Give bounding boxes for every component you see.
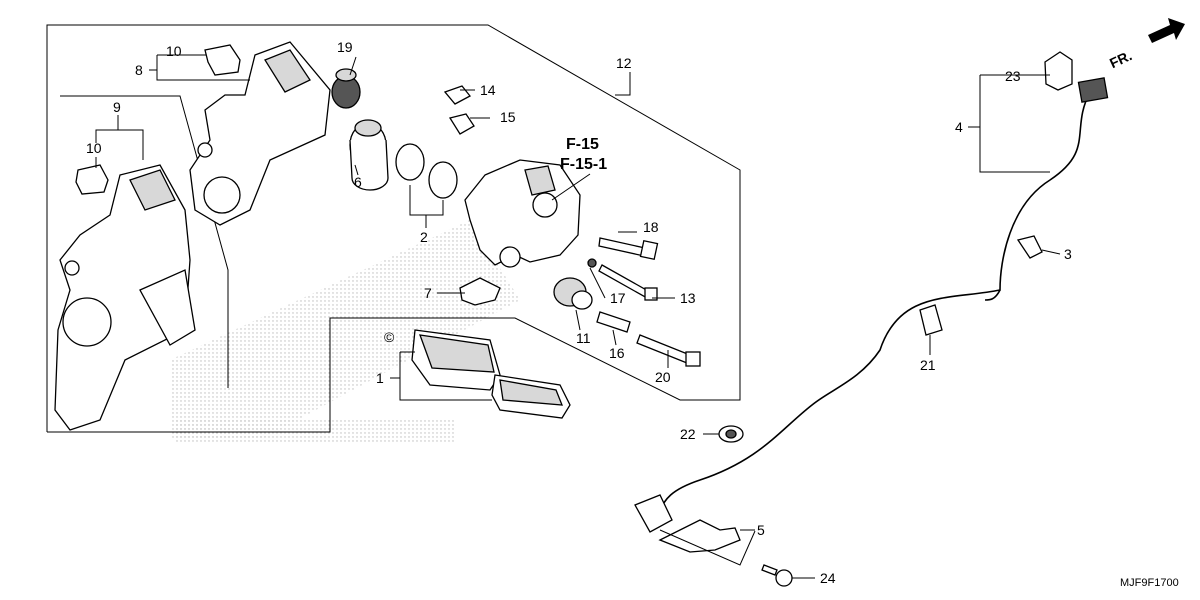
caliper-bracket-rear [189,41,331,226]
callout-4: 4 [955,119,963,135]
caliper-boot [331,68,361,109]
callout-1: 1 [376,370,384,386]
callout-6: 6 [354,174,362,190]
callout-3: 3 [1064,246,1072,262]
front-direction-arrow: FR. [1107,18,1185,71]
callout-10-lower: 10 [86,140,102,156]
diagram-code: MJF9F1700 [1120,577,1179,589]
pad-spring-clip-lower [75,164,109,195]
pin-13 [598,264,658,301]
wheel-speed-sensor [634,494,741,553]
sensor-connector [1077,77,1109,103]
callout-21: 21 [920,357,936,373]
callout-2: 2 [420,229,428,245]
caliper-bracket-front [54,164,196,431]
bleeder-cap [448,113,475,135]
pad-spring [459,277,501,306]
front-direction-label: FR. [1107,47,1134,71]
callout-14: 14 [480,82,496,98]
callout-9: 9 [113,99,121,115]
callout-23: 23 [1005,68,1021,84]
bleeder-valve [443,85,471,105]
wire-clamp-3 [1016,235,1043,259]
brake-pad-set [411,329,571,419]
watermark-shading [170,220,520,442]
caliper-body [464,159,581,268]
callout-24: 24 [820,570,836,586]
wire-clamp-21 [919,304,943,336]
callout-22: 22 [680,426,696,442]
bolt-20 [636,334,701,367]
sleeve-16 [596,311,631,333]
callout-12: 12 [616,55,632,71]
copyright-symbol: © [384,329,395,345]
callout-13: 13 [680,290,696,306]
caliper-piston [349,119,389,191]
callout-18: 18 [643,219,659,235]
callout-8: 8 [135,62,143,78]
callout-10-upper: 10 [166,43,182,59]
piston-seal-set [395,143,458,199]
callout-5: 5 [757,522,765,538]
ref-label-f15-1: F-15-1 [560,156,607,173]
speed-sensor-wire [659,91,1091,511]
callout-15: 15 [500,109,516,125]
callout-17: 17 [610,290,626,306]
callout-20: 20 [655,369,671,385]
grommet-22 [718,425,744,443]
callout-19: 19 [337,39,353,55]
leader-lines [95,54,1061,579]
oring-17 [587,258,597,268]
callout-16: 16 [609,345,625,361]
pad-spring-clip-upper [204,44,241,76]
callout-7: 7 [424,285,432,301]
ref-label-f15: F-15 [566,136,599,153]
connector-bracket-23 [1044,51,1073,91]
bolt-24 [761,564,793,587]
boot-11 [553,277,593,310]
callout-11: 11 [576,330,591,346]
group-outline-main [46,24,741,433]
pin-bolt-18 [598,237,659,261]
